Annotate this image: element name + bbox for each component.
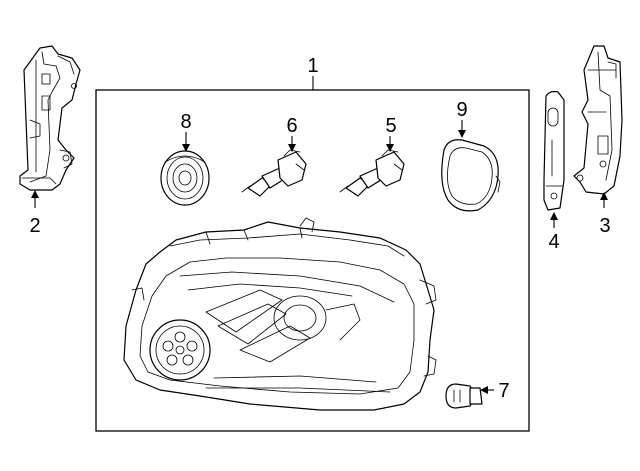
- low-beam-bulb[interactable]: [241, 149, 307, 197]
- callout-1: 1: [307, 55, 318, 77]
- left-mounting-bracket[interactable]: [19, 45, 81, 191]
- callout-3: 3: [599, 215, 610, 237]
- turn-signal-bulb[interactable]: [445, 383, 483, 409]
- side-marker-lamp[interactable]: [543, 90, 565, 211]
- high-beam-bulb[interactable]: [339, 149, 405, 197]
- callout-6: 6: [286, 115, 297, 137]
- callout-5: 5: [385, 115, 396, 137]
- callout-2: 2: [29, 215, 40, 237]
- callout-leaders: [31, 76, 608, 394]
- rear-cover-cap[interactable]: [160, 150, 210, 206]
- access-cover[interactable]: [441, 139, 501, 212]
- headlamp-assembly[interactable]: [123, 217, 437, 411]
- callout-9: 9: [456, 99, 467, 121]
- callout-7: 7: [498, 380, 509, 402]
- callout-4: 4: [548, 231, 559, 253]
- callout-8: 8: [180, 111, 191, 133]
- right-mounting-bracket[interactable]: [573, 45, 623, 195]
